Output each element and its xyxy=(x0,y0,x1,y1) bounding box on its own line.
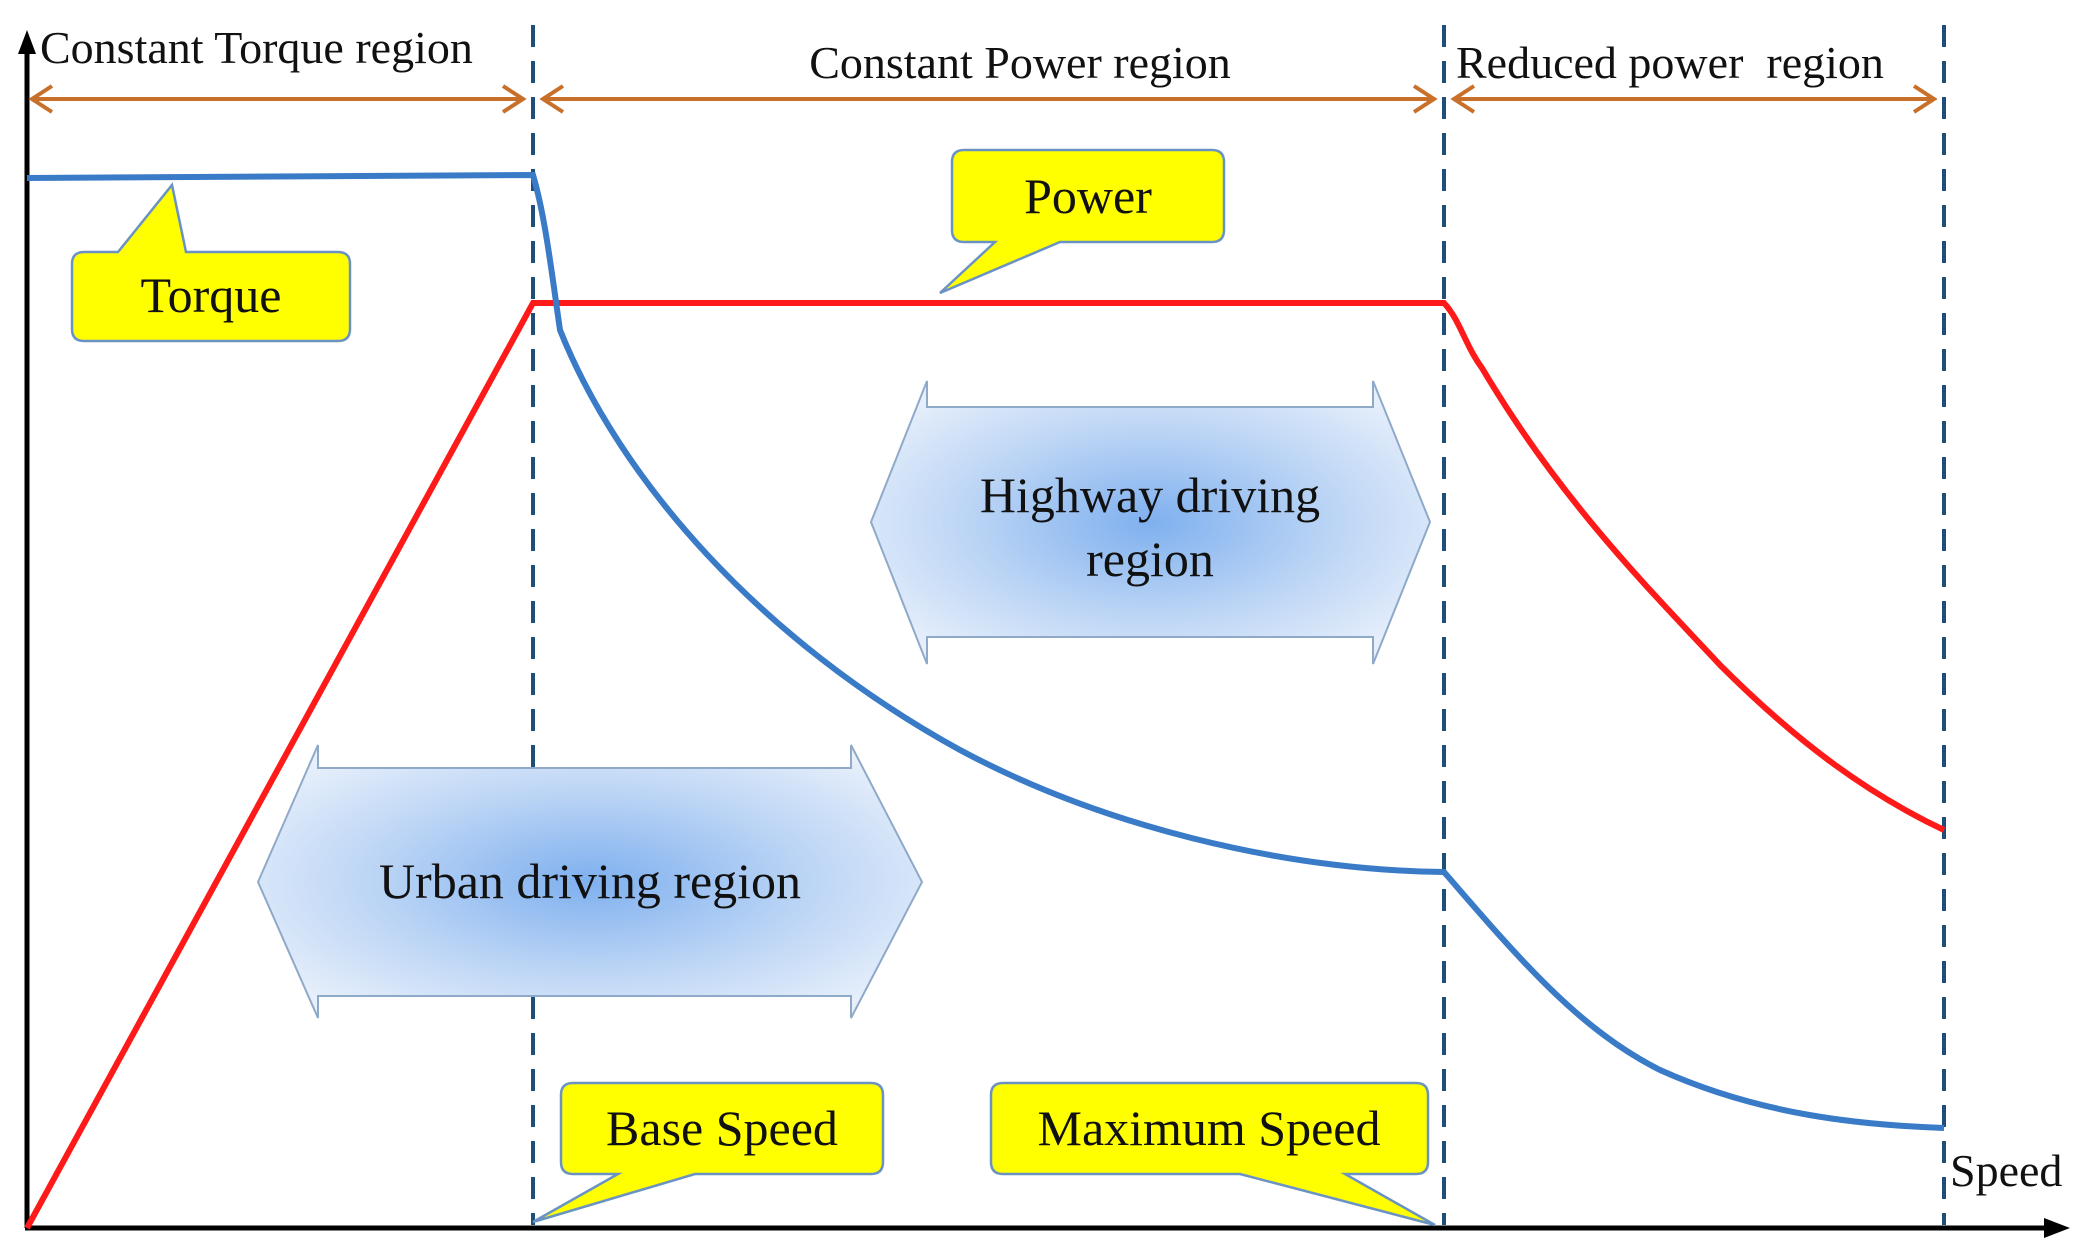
constant-torque-region-label: Constant Torque region xyxy=(40,22,473,73)
torque-callout xyxy=(70,182,352,343)
power-curve xyxy=(24,300,1946,1230)
torque-callout-label: Torque xyxy=(141,267,282,323)
x-axis-label: Speed xyxy=(1950,1145,2062,1196)
maximum-speed-callout-label: Maximum Speed xyxy=(1037,1100,1380,1156)
base-speed-callout xyxy=(532,1081,885,1224)
constant-power-region-label: Constant Power region xyxy=(809,37,1231,88)
highway-driving-double-arrow xyxy=(869,380,1432,665)
constant-torque-region-arrow xyxy=(28,84,527,114)
power-callout xyxy=(939,148,1226,295)
highway-driving-label-line1: Highway driving xyxy=(980,467,1320,523)
maximum-speed-callout xyxy=(989,1081,1436,1227)
urban-driving-label: Urban driving region xyxy=(379,853,801,909)
constant-power-region-arrow xyxy=(539,84,1438,114)
highway-driving-label-line2: region xyxy=(1086,531,1214,587)
reduced-power-region-label: Reduced power region xyxy=(1456,37,1884,88)
power-callout-label: Power xyxy=(1024,168,1152,224)
base-speed-callout-label: Base Speed xyxy=(606,1100,838,1156)
x-axis-arrowhead xyxy=(2044,1218,2070,1238)
urban-driving-double-arrow xyxy=(256,744,924,1019)
reduced-power-region-arrow xyxy=(1450,84,1938,114)
torque-curve xyxy=(26,171,1945,1131)
y-axis-arrowhead xyxy=(18,30,36,54)
